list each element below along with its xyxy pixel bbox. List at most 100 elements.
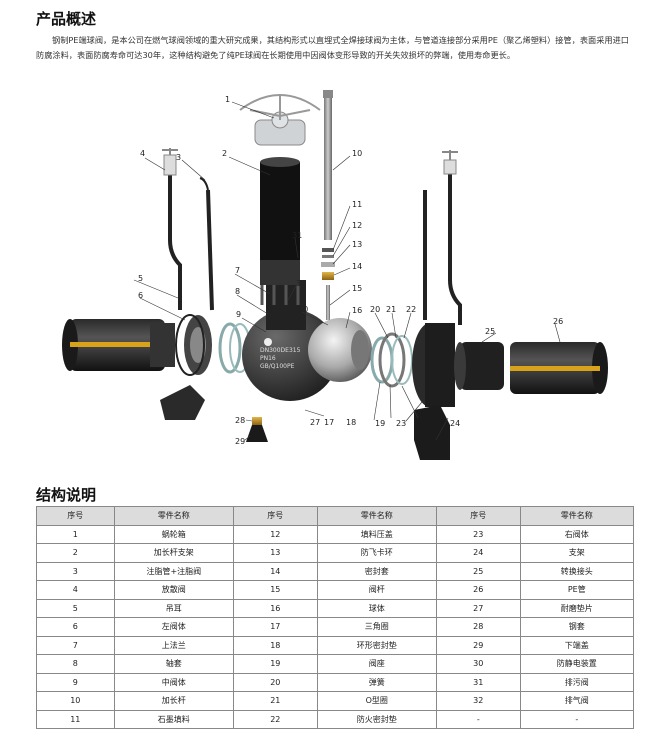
part-number-cell: 18: [233, 635, 318, 655]
part-number-cell: 3: [36, 561, 115, 581]
header-number-2: 序号: [233, 506, 318, 526]
callout-29: 29: [235, 437, 245, 446]
part-number-cell: 32: [435, 691, 521, 711]
part-number-cell: 25: [435, 561, 521, 581]
callout-22: 22: [406, 305, 416, 314]
part-number-cell: 13: [233, 543, 318, 563]
callout-16: 16: [352, 306, 362, 315]
callout-labels: 1 2 3 4 5 6 7 8 9 10 11 12 13 14 15 16 1…: [138, 95, 563, 446]
part-name-cell: 石墨填料: [113, 709, 235, 729]
part-name-cell: 防火密封垫: [316, 709, 437, 729]
part-name-cell: 加长杆支架: [113, 543, 235, 563]
part-number-cell: 11: [36, 709, 115, 729]
part-number-cell: 9: [36, 672, 115, 692]
callout-8: 8: [235, 287, 240, 296]
extension-rod: [323, 90, 333, 240]
overview-title: 产品概述: [36, 10, 97, 28]
part-number-cell: 15: [233, 580, 318, 600]
body-marking-1: DN300DE315: [260, 347, 301, 354]
callout-23: 23: [396, 419, 406, 428]
callout-2: 2: [222, 149, 227, 158]
part-name-cell: 环形密封垫: [316, 635, 437, 655]
callout-4: 4: [140, 149, 145, 158]
part-name-cell: 左阀体: [113, 617, 235, 637]
callout-12: 12: [352, 221, 362, 230]
callout-5: 5: [138, 274, 143, 283]
callout-20: 20: [370, 305, 380, 314]
part-number-cell: 2: [36, 543, 115, 563]
transition-joint: [454, 342, 504, 390]
part-name-cell: 支架: [519, 543, 635, 563]
part-number-cell: 27: [435, 598, 521, 618]
part-name-cell: 防飞卡环: [316, 543, 437, 563]
part-name-cell: 三角圈: [316, 617, 437, 637]
part-name-cell: 钢套: [519, 617, 635, 637]
part-number-cell: 12: [233, 524, 318, 544]
callout-26: 26: [553, 317, 563, 326]
part-name-cell: 密封套: [316, 561, 437, 581]
part-name-cell: 排污阀: [519, 672, 635, 692]
part-name-cell: 防静电装置: [519, 654, 635, 674]
part-name-cell: 轴套: [113, 654, 235, 674]
part-number-cell: 20: [233, 672, 318, 692]
header-part-name-2: 零件名称: [316, 506, 437, 526]
callout-9: 9: [236, 310, 241, 319]
callout-17: 17: [324, 418, 334, 427]
part-number-cell: 1: [36, 524, 115, 544]
part-name-cell: 上法兰: [113, 635, 235, 655]
part-number-cell: 19: [233, 654, 318, 674]
header-number-1: 序号: [36, 506, 115, 526]
part-name-cell: 弹簧: [316, 672, 437, 692]
callout-19: 19: [375, 419, 385, 428]
callout-28: 28: [235, 416, 245, 425]
right-pe-pipe: [510, 342, 608, 394]
part-number-cell: 17: [233, 617, 318, 637]
part-name-cell: 排气阀: [519, 691, 635, 711]
part-number-cell: 14: [233, 561, 318, 581]
part-number-cell: 21: [233, 691, 318, 711]
part-number-cell: 26: [435, 580, 521, 600]
stem-small-parts: [321, 248, 335, 320]
callout-30: 30: [298, 305, 308, 314]
callout-27: 27: [310, 418, 320, 427]
part-name-cell: 球体: [316, 598, 437, 618]
callout-13: 13: [352, 240, 362, 249]
part-number-cell: -: [435, 709, 521, 729]
callout-7: 7: [235, 266, 240, 275]
callout-11: 11: [352, 200, 362, 209]
left-support-bracket: [160, 385, 205, 420]
header-part-name-3: 零件名称: [519, 506, 635, 526]
part-name-cell: 吊耳: [113, 598, 235, 618]
left-valve-body: [175, 314, 212, 376]
part-number-cell: 5: [36, 598, 115, 618]
part-name-cell: 耐磨垫片: [519, 598, 635, 618]
part-name-cell: 转换接头: [519, 561, 635, 581]
header-part-name-1: 零件名称: [113, 506, 235, 526]
part-name-cell: 注脂管+注脂阀: [113, 561, 235, 581]
part-number-cell: 29: [435, 635, 521, 655]
callout-18: 18: [346, 418, 356, 427]
header-number-3: 序号: [435, 506, 521, 526]
exploded-valve-diagram: DN300DE315 PN16 GB/Q100PE: [62, 90, 608, 460]
part-number-cell: 10: [36, 691, 115, 711]
overview-paragraph: 钢制PE端球阀，是本公司在燃气球阀领域的重大研究成果，其结构形式以直埋式全焊接球…: [36, 35, 629, 60]
part-number-cell: 4: [36, 580, 115, 600]
part-name-cell: 中阀体: [113, 672, 235, 692]
callout-31: 31: [292, 231, 302, 240]
callout-15: 15: [352, 284, 362, 293]
part-name-cell: 放散阀: [113, 580, 235, 600]
part-name-cell: 蜗轮箱: [113, 524, 235, 544]
part-name-cell: 阀座: [316, 654, 437, 674]
left-pe-pipe: [62, 319, 175, 371]
body-marking-3: GB/Q100PE: [260, 363, 295, 370]
